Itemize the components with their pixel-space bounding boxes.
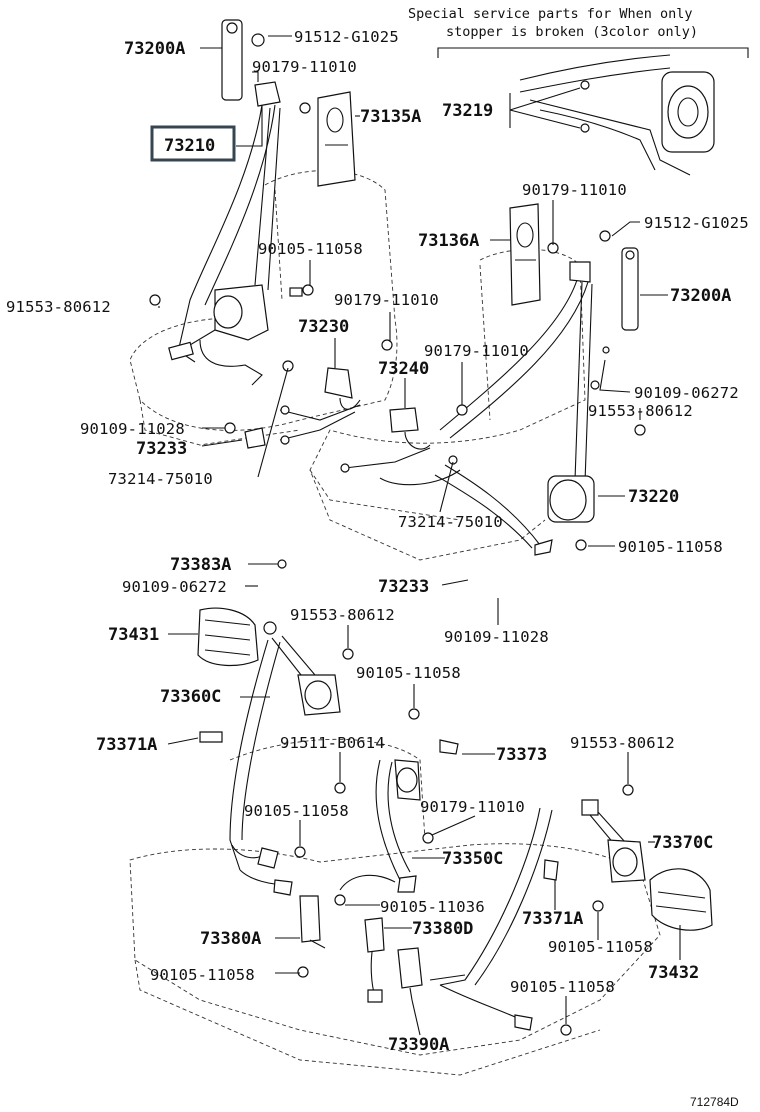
- label-90105-c[interactable]: 90105-11058: [356, 664, 461, 682]
- label-73220[interactable]: 73220: [628, 487, 679, 507]
- rear-left-belt-assembly: [197, 559, 420, 978]
- inset-stopper: [437, 47, 749, 176]
- label-73210[interactable]: 73210: [164, 136, 215, 156]
- label-90105-g[interactable]: 90105-11058: [510, 978, 615, 996]
- inset-note-line2: stopper is broken (3color only): [446, 24, 698, 40]
- label-73230[interactable]: 73230: [298, 317, 349, 337]
- label-91553-c[interactable]: 91553-80612: [290, 606, 395, 624]
- label-90105-d[interactable]: 90105-11058: [244, 802, 349, 820]
- label-90109-06272-a[interactable]: 90109-06272: [634, 384, 739, 402]
- leader-lines: [158, 35, 681, 1036]
- label-91553-b[interactable]: 91553-80612: [588, 402, 693, 420]
- label-90179-c[interactable]: 90179-11010: [424, 342, 529, 360]
- label-73432[interactable]: 73432: [648, 963, 699, 983]
- label-90105-a[interactable]: 90105-11058: [258, 240, 363, 258]
- label-73136A[interactable]: 73136A: [418, 231, 479, 251]
- label-90105-f[interactable]: 90105-11058: [150, 966, 255, 984]
- label-90105-b[interactable]: 90105-11058: [618, 538, 723, 556]
- label-73371A-a[interactable]: 73371A: [96, 735, 157, 755]
- label-73350C[interactable]: 73350C: [442, 849, 503, 869]
- label-90105-11036[interactable]: 90105-11036: [380, 898, 485, 916]
- label-73214-b[interactable]: 73214-75010: [398, 513, 503, 531]
- rear-right-belt-assembly: [429, 784, 713, 1036]
- label-90179-b[interactable]: 90179-11010: [334, 291, 439, 309]
- label-73219[interactable]: 73219: [442, 101, 493, 121]
- label-90105-e[interactable]: 90105-11058: [548, 938, 653, 956]
- front-left-belt-assembly: [149, 19, 361, 449]
- part-labels: 73200A 91512-G1025 90179-11010 73135A 73…: [6, 28, 749, 1055]
- label-73431[interactable]: 73431: [108, 625, 159, 645]
- label-91553-a[interactable]: 91553-80612: [6, 298, 111, 316]
- highlight-box-73210[interactable]: [150, 125, 236, 162]
- label-90109-06272-b[interactable]: 90109-06272: [122, 578, 227, 596]
- label-73233-a[interactable]: 73233: [136, 439, 187, 459]
- front-seat-outline-left: [129, 170, 398, 446]
- label-73240[interactable]: 73240: [378, 359, 429, 379]
- inset-note-line1: Special service parts for When only: [408, 6, 692, 22]
- pillar-cover-73136A: [509, 203, 541, 306]
- label-90179-d[interactable]: 90179-11010: [420, 798, 525, 816]
- label-91512-mid[interactable]: 91512-G1025: [644, 214, 749, 232]
- label-73200A-mid[interactable]: 73200A: [670, 286, 731, 306]
- label-73383A[interactable]: 73383A: [170, 555, 231, 575]
- label-73380D[interactable]: 73380D: [412, 919, 473, 939]
- label-73370C[interactable]: 73370C: [652, 833, 713, 853]
- label-73360C[interactable]: 73360C: [160, 687, 221, 707]
- label-90179-mid[interactable]: 90179-11010: [522, 181, 627, 199]
- label-91512-top[interactable]: 91512-G1025: [294, 28, 399, 46]
- label-73373[interactable]: 73373: [496, 745, 547, 765]
- label-91511[interactable]: 91511-B0614: [280, 734, 385, 752]
- label-73200A-top[interactable]: 73200A: [124, 39, 185, 59]
- pillar-cover-73135A: [317, 91, 356, 187]
- label-73390A[interactable]: 73390A: [388, 1035, 449, 1055]
- figure-code: 712784D: [690, 1095, 739, 1109]
- label-73371A-b[interactable]: 73371A: [522, 909, 583, 929]
- label-73135A[interactable]: 73135A: [360, 107, 421, 127]
- label-90179-top[interactable]: 90179-11010: [252, 58, 357, 76]
- label-90109-11028-b[interactable]: 90109-11028: [444, 628, 549, 646]
- rear-center-belt-assembly: [334, 739, 459, 1003]
- label-73214-a[interactable]: 73214-75010: [108, 470, 213, 488]
- label-91553-d[interactable]: 91553-80612: [570, 734, 675, 752]
- rear-seat-outline: [129, 738, 661, 1076]
- label-73233-b[interactable]: 73233: [378, 577, 429, 597]
- label-90109-11028-a[interactable]: 90109-11028: [80, 420, 185, 438]
- label-73380A[interactable]: 73380A: [200, 929, 261, 949]
- front-right-belt-assembly: [340, 230, 646, 556]
